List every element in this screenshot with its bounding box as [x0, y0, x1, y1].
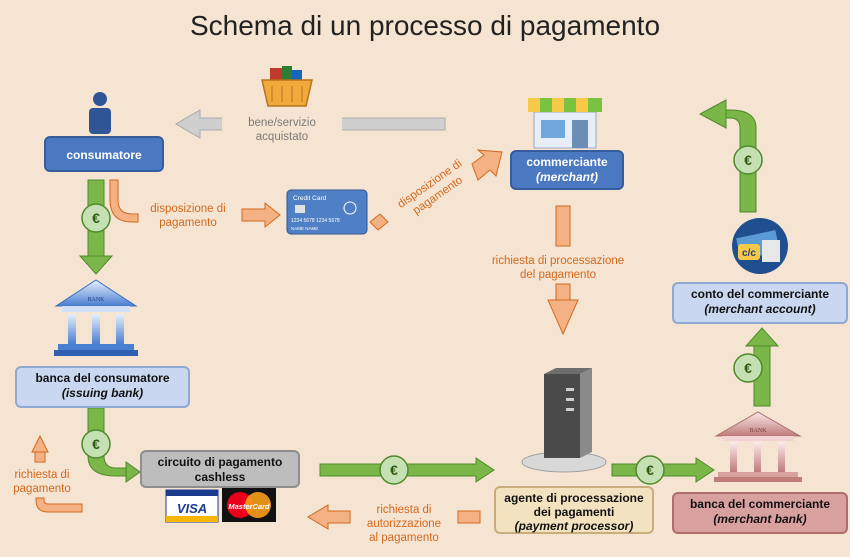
account-icon — [732, 218, 788, 274]
label-richiesta-aut-line2: autorizzazione — [366, 518, 442, 530]
label-richiesta-processazione: richiesta di processazione del pagamento — [478, 254, 638, 282]
euro-symbol-6: € — [744, 152, 752, 168]
bank-to-circuit-arrow — [87, 407, 141, 483]
merchant-bank-icon — [714, 411, 802, 482]
label-richiesta-pag-line1: richiesta di — [14, 469, 70, 481]
euro-coin-icon — [81, 203, 111, 233]
euro-coin-icon-2 — [81, 429, 111, 459]
euro-symbol-3: € — [390, 462, 398, 478]
label-disposizione: disposizione di pagamento — [138, 202, 238, 230]
label-richiesta-proc-line2: del pagamento — [519, 269, 597, 281]
card-title: Credit Card — [293, 195, 327, 202]
store-icon — [528, 98, 602, 149]
credit-card-icon — [286, 189, 368, 235]
node-banca-commerciante: banca del commerciante (merchant bank) — [672, 492, 848, 534]
node-agente-label-2: dei pagamenti — [533, 505, 615, 519]
euro-symbol-5: € — [744, 360, 752, 376]
card-name: NAME NAME — [291, 226, 318, 231]
label-richiesta-aut-line1: richiesta di — [376, 504, 432, 516]
card-to-merchant-arrow — [369, 149, 503, 231]
node-commerciante: commerciante (merchant) — [510, 150, 624, 190]
label-disposizione-line1: disposizione di — [150, 203, 226, 215]
node-banca-commerciante-sub: (merchant bank) — [713, 512, 807, 526]
euro-coin-icon-4 — [635, 455, 665, 485]
node-banca-consumatore-sub: (issuing bank) — [61, 386, 144, 400]
node-banca-commerciante-label: banca del commerciante — [689, 497, 831, 511]
label-richiesta-pag-line2: pagamento — [13, 483, 71, 495]
label-richiesta-proc-line1: richiesta di processazione — [491, 255, 625, 267]
node-banca-consumatore: banca del consumatore (issuing bank) — [15, 366, 190, 408]
bank-icon — [54, 279, 138, 356]
server-icon — [521, 368, 607, 473]
visa-logo — [165, 489, 219, 523]
node-circuito: circuito di pagamento cashless — [140, 450, 300, 488]
node-banca-consumatore-label: banca del consumatore — [35, 371, 170, 385]
node-agente-sub: (payment processor) — [514, 519, 634, 533]
label-disposizione-line2: pagamento — [159, 217, 217, 229]
euro-symbol: € — [92, 210, 100, 226]
node-conto: conto del commerciante (merchant account… — [672, 282, 848, 324]
euro-coin-icon-3 — [379, 455, 409, 485]
node-commerciante-label: commerciante — [526, 155, 608, 169]
person-icon — [89, 92, 111, 134]
node-agente-label: agente di processazione — [504, 491, 644, 505]
basket-icon — [261, 66, 313, 107]
label-bene-line1: bene/servizio — [248, 117, 316, 129]
node-consumatore-label: consumatore — [66, 148, 142, 162]
card-number: 1234 5678 1234 5678 — [291, 218, 340, 224]
payment-request-arrow — [31, 434, 83, 513]
label-richiesta-pagamento: richiesta di pagamento — [4, 468, 80, 496]
node-circuito-label: circuito di pagamento — [157, 455, 283, 469]
node-agente: agente di processazione dei pagamenti (p… — [494, 486, 654, 534]
label-bene-line2: acquistato — [255, 131, 309, 143]
node-conto-sub: (merchant account) — [704, 302, 816, 316]
authorization-request-arrow — [307, 504, 481, 530]
payment-order-arrow — [109, 179, 281, 229]
node-circuito-sub: cashless — [194, 470, 246, 484]
euro-symbol-4: € — [646, 462, 654, 478]
label-bene-servizio: bene/servizio acquistato — [222, 116, 342, 144]
euro-coin-icon-6 — [733, 145, 763, 175]
euro-coin-icon-5 — [733, 353, 763, 383]
node-conto-label: conto del commerciante — [690, 287, 830, 301]
euro-symbol-2: € — [92, 436, 100, 452]
visa-text: VISA — [177, 501, 207, 516]
bank-sign-2: BANK — [749, 428, 767, 434]
processing-request-arrow — [547, 205, 579, 336]
page-title: Schema di un processo di pagamento — [189, 10, 661, 41]
bank-sign: BANK — [87, 297, 105, 303]
mastercard-text: MasterCard — [228, 502, 270, 511]
label-richiesta-autorizzazione: richiesta di autorizzazione al pagamento — [352, 503, 456, 545]
node-consumatore: consumatore — [44, 136, 164, 172]
node-commerciante-sub: (merchant) — [535, 170, 598, 184]
label-richiesta-aut-line3: al pagamento — [369, 532, 439, 544]
mastercard-logo — [222, 488, 276, 522]
account-badge: c/c — [742, 248, 756, 259]
